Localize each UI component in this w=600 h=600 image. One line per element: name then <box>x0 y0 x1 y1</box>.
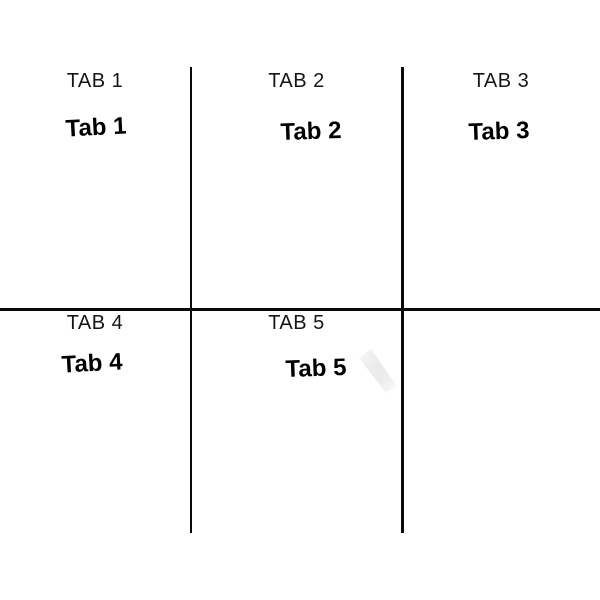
tab-position-label: TAB 1 <box>66 70 124 92</box>
preview-cell-tab3: TAB 3 <box>402 60 600 310</box>
tab-position-label: TAB 3 <box>472 70 530 92</box>
tab-position-label: TAB 5 <box>268 312 325 334</box>
preview-cell-tab1: TAB 1 <box>0 60 190 310</box>
preview-cell-tab2: TAB 2 <box>191 60 402 310</box>
folder-tab-caption: Tab 5 <box>285 353 347 384</box>
tab-position-label: TAB 4 <box>66 312 124 334</box>
folder-preview-image <box>402 60 600 310</box>
tab-position-label: TAB 2 <box>268 70 325 92</box>
folder-tab-caption: Tab 1 <box>64 112 128 143</box>
preview-cell-tab4: TAB 4 <box>0 310 190 533</box>
folder-tab-caption: Tab 3 <box>468 116 530 147</box>
preview-cell-empty <box>402 310 600 533</box>
folder-corner-curl <box>359 349 397 393</box>
folder-preview-image <box>0 60 190 310</box>
folder-preview-image <box>0 310 190 533</box>
folder-preview-image <box>191 60 402 310</box>
grid-horizontal-line <box>0 308 600 311</box>
folder-tab-caption: Tab 4 <box>60 348 124 379</box>
grid-vertical-line-2 <box>401 67 404 533</box>
folder-preview-image <box>359 349 397 393</box>
grid-vertical-line-1 <box>189 67 192 533</box>
folder-tab-caption: Tab 2 <box>280 116 342 147</box>
preview-cell-tab5: TAB 5 <box>191 310 402 533</box>
